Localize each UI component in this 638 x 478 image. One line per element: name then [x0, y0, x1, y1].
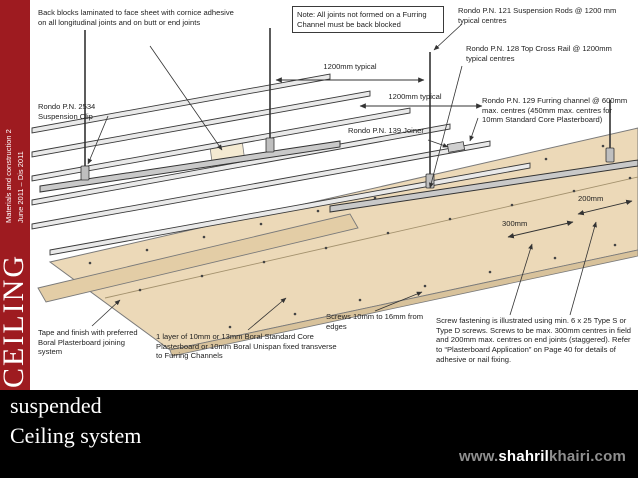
label-dim-1200-b: 1200mm typical [388, 92, 442, 101]
slide-title-line1: suspended [10, 393, 102, 418]
leader-arrows [87, 23, 597, 331]
plasterboard-strip [37, 213, 359, 303]
label-top-cross-rail: Rondo P.N. 128 Top Cross Rail @ 1200mm t… [466, 44, 612, 63]
channel-joiner [446, 141, 466, 153]
label-back-blocks: Back blocks laminated to face sheet with… [38, 8, 234, 27]
suspension-rods [84, 28, 611, 188]
section-title: CEILING [0, 254, 30, 388]
diagram-area: Back blocks laminated to face sheet with… [30, 0, 638, 390]
label-screws-edges: Screws 10mm to 16mm from edges [326, 312, 424, 331]
label-tape-finish: Tape and finish with preferred Boral Pla… [38, 328, 138, 357]
course-dates: June 2011 – Dis 2011 [16, 151, 25, 223]
screw-dots [88, 144, 632, 329]
label-dim-300: 300mm [502, 219, 528, 228]
sidebar-strip: Materials and construction 2 June 2011 –… [0, 0, 30, 390]
footer-bar: suspended Ceiling system www.shahrilkhai… [0, 390, 638, 478]
label-suspension-rods: Rondo P.N. 121 Suspension Rods @ 1200 mm… [458, 6, 617, 25]
website-prefix: www. [458, 448, 499, 465]
ceiling-diagram [31, 23, 638, 357]
course-title: Materials and construction 2 [4, 129, 13, 223]
dimension-lines [275, 77, 633, 239]
slide-title-line2: Ceiling system [10, 423, 142, 448]
label-screw-fastening: Screw fastening is illustrated using min… [436, 316, 631, 364]
label-board-layer: 1 layer of 10mm or 13mm Boral Standard C… [156, 332, 337, 361]
label-dim-200: 200mm [578, 194, 604, 203]
label-suspension-clip: Rondo P.N. 2534 Suspension Clip [38, 102, 96, 121]
website-name: shahril [498, 448, 549, 465]
label-furring-channel: Rondo P.N. 129 Furring channel @ 600mm m… [482, 96, 628, 125]
top-cross-rails [39, 140, 638, 213]
website-url: www.shahrilkhairi.com [459, 448, 626, 465]
label-note-box: Note: All joints not formed on a Furring… [292, 6, 444, 34]
label-dim-1200-a: 1200mm typical [323, 62, 377, 71]
course-info: Materials and construction 2 June 2011 –… [3, 8, 27, 223]
label-joiner: Rondo P.N. 139 Joiner [348, 126, 424, 135]
website-rest: khairi.com [548, 448, 626, 465]
